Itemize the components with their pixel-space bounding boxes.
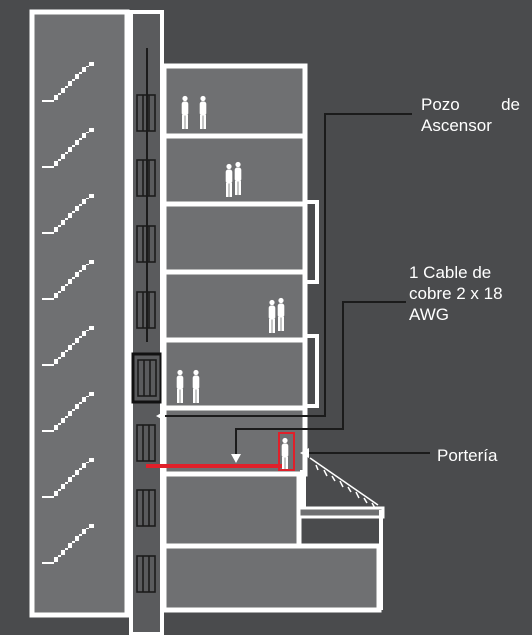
label-cable-line1: 1 Cable de xyxy=(409,263,492,282)
arrow-head-pozo xyxy=(156,411,165,421)
label-de-word: de xyxy=(501,95,520,114)
label-ascensor-word: Ascensor xyxy=(421,116,492,135)
arrow-head-cable xyxy=(231,454,241,463)
apartment-floors xyxy=(161,63,385,613)
arrow-head-porteria xyxy=(300,448,309,458)
label-cable-line2: cobre 2 x 18 xyxy=(409,284,503,303)
label-porteria: Portería xyxy=(437,446,498,465)
elevator-shaft xyxy=(129,10,164,635)
stairwell-block xyxy=(29,9,130,618)
label-pozo-word: Pozo xyxy=(421,95,460,114)
leader-lines xyxy=(162,113,430,456)
label-pozo-de-ascensor: Pozo de Ascensor xyxy=(421,94,520,136)
porteria-box xyxy=(278,432,295,471)
elevator-car xyxy=(131,352,163,404)
label-cable: 1 Cable de cobre 2 x 18 AWG xyxy=(409,262,529,325)
label-cable-line3: AWG xyxy=(409,305,449,324)
